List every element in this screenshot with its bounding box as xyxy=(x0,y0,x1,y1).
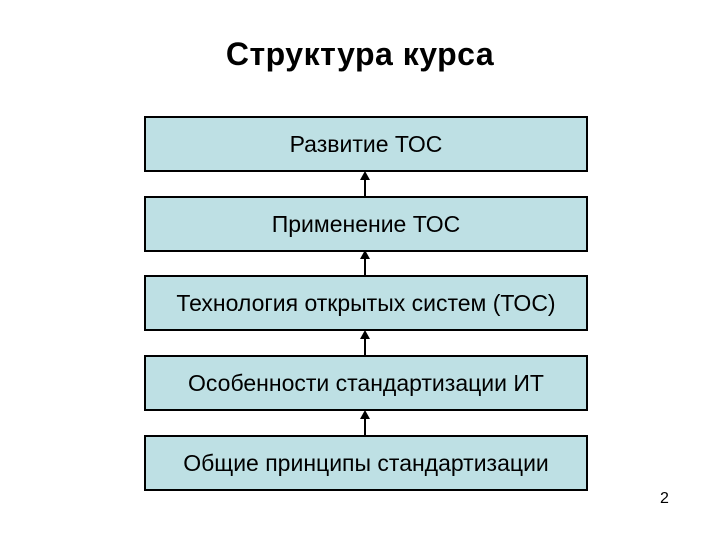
flow-box-label: Особенности стандартизации ИТ xyxy=(188,369,544,396)
flow-box-tehnologiya-otkrytyh-sistem: Технология открытых систем (ТОС) xyxy=(144,275,588,331)
flow-box-obshchie-principy: Общие принципы стандартизации xyxy=(144,435,588,491)
flow-box-label: Развитие ТОС xyxy=(289,130,443,157)
up-arrow-icon xyxy=(357,410,373,435)
up-arrow-icon xyxy=(357,250,373,275)
up-arrow-icon xyxy=(357,171,373,196)
flow-box-label: Общие принципы стандартизации xyxy=(183,449,549,476)
page-number: 2 xyxy=(660,490,669,507)
flow-box-razvitie-tos: Развитие ТОС xyxy=(144,116,588,172)
flow-box-label: Применение ТОС xyxy=(271,210,461,237)
page-title: Структура курса xyxy=(225,36,495,72)
flow-box-primenenie-tos: Применение ТОС xyxy=(144,196,588,252)
flow-box-osobennosti-standartizacii: Особенности стандартизации ИТ xyxy=(144,355,588,411)
flow-box-label: Технология открытых систем (ТОС) xyxy=(176,289,556,316)
up-arrow-icon xyxy=(357,330,373,355)
